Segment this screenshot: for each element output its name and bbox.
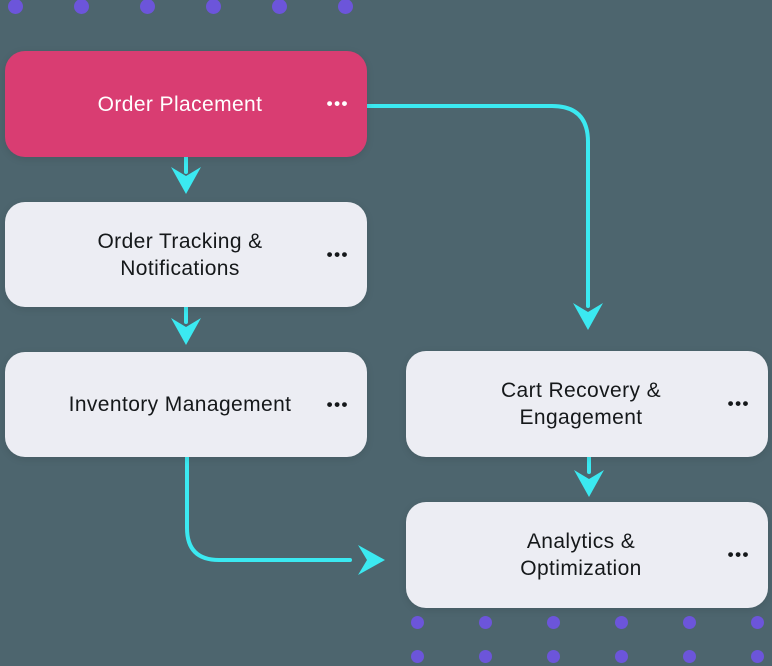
node-order-tracking-label: Order Tracking & Notifications (5, 228, 367, 282)
decor-dot (74, 0, 89, 14)
arrowhead-right-1 (358, 545, 385, 575)
node-label-line: Analytics & (526, 530, 636, 553)
edge-inventory-to-analytics (185, 455, 352, 562)
node-label-line: Inventory Management (68, 393, 292, 416)
node-order-placement-menu-ellipsis[interactable]: ••• (326, 94, 349, 114)
decor-dot (479, 650, 492, 663)
decor-dot (272, 0, 287, 14)
node-label-line: Engagement (519, 406, 643, 429)
arrowhead-down-4 (574, 470, 604, 497)
node-order-placement[interactable]: Order Placement ••• (5, 51, 367, 157)
node-inventory-menu-ellipsis[interactable]: ••• (326, 394, 349, 414)
decor-dot (338, 0, 353, 14)
arrowhead-down-2 (171, 318, 201, 345)
node-analytics-optimization[interactable]: Analytics & Optimization ••• (406, 502, 768, 608)
decor-dot (683, 650, 696, 663)
node-label-line: Cart Recovery & (500, 379, 662, 402)
node-label-line: Optimization (520, 557, 642, 580)
bottom-dot-grid (411, 616, 764, 663)
decor-dot (140, 0, 155, 14)
decor-dot (751, 650, 764, 663)
decor-dot (479, 616, 492, 629)
decor-dot (615, 616, 628, 629)
node-label-line: Notifications (120, 256, 240, 280)
arrowhead-down-3 (573, 303, 603, 330)
node-cart-recovery-menu-ellipsis[interactable]: ••• (727, 394, 750, 414)
node-label-line: Order Tracking & (97, 229, 263, 253)
decor-dot (751, 616, 764, 629)
decor-dot (8, 0, 23, 14)
node-inventory-management[interactable]: Inventory Management ••• (5, 352, 367, 457)
node-order-tracking-menu-ellipsis[interactable]: ••• (326, 244, 349, 264)
node-inventory-label: Inventory Management (5, 391, 367, 418)
node-cart-recovery[interactable]: Cart Recovery & Engagement ••• (406, 351, 768, 457)
decor-dot (206, 0, 221, 14)
node-analytics-label: Analytics & Optimization (406, 528, 768, 582)
decor-dot (683, 616, 696, 629)
node-order-tracking[interactable]: Order Tracking & Notifications ••• (5, 202, 367, 307)
arrowhead-down-1 (171, 167, 201, 194)
node-label-line: Order Placement (97, 92, 263, 116)
decor-dot (411, 650, 424, 663)
node-analytics-menu-ellipsis[interactable]: ••• (727, 545, 750, 565)
edge-order-placement-to-cart-recovery (365, 104, 590, 308)
top-dot-row (8, 0, 353, 14)
decor-dot (615, 650, 628, 663)
decor-dot (411, 616, 424, 629)
decor-dot (547, 616, 560, 629)
decor-dot (547, 650, 560, 663)
node-cart-recovery-label: Cart Recovery & Engagement (406, 377, 768, 431)
node-order-placement-label: Order Placement (5, 91, 367, 118)
